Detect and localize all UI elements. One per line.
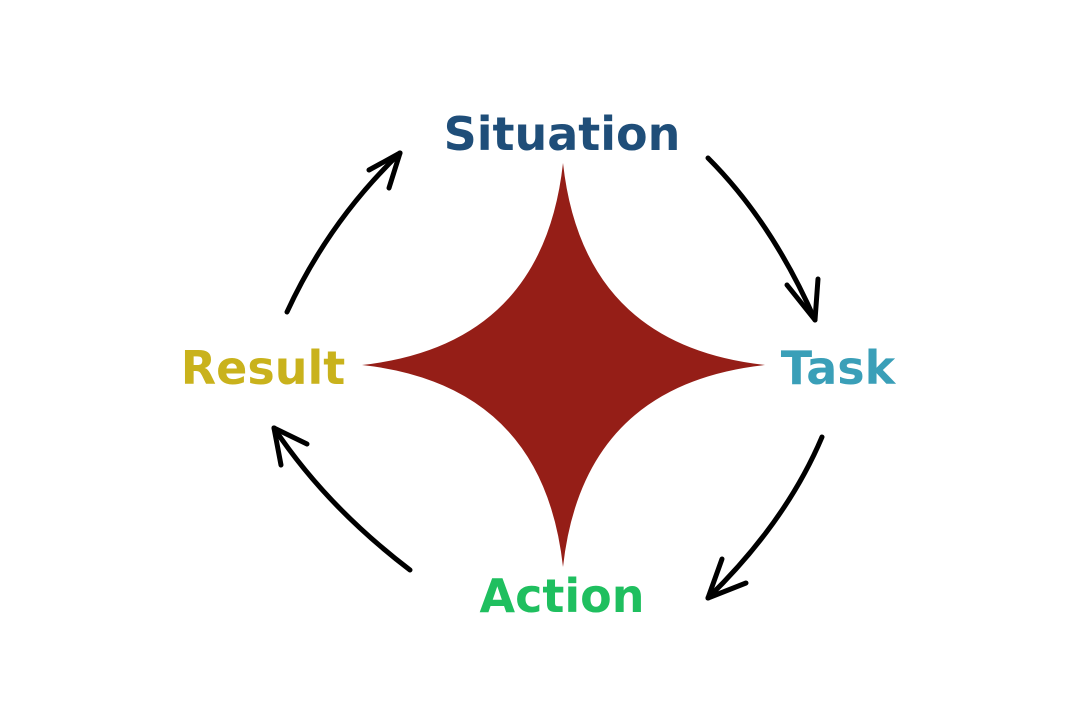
arrow-task-to-action bbox=[705, 434, 825, 601]
four-point-star bbox=[362, 163, 765, 567]
label-task: Task bbox=[781, 341, 897, 395]
label-action: Action bbox=[480, 569, 645, 623]
label-situation: Situation bbox=[444, 107, 681, 161]
arrow-result-to-situation bbox=[284, 150, 403, 315]
arrow-action-to-result bbox=[271, 425, 413, 573]
arrow-situation-to-task bbox=[705, 155, 821, 323]
label-result: Result bbox=[181, 341, 346, 395]
